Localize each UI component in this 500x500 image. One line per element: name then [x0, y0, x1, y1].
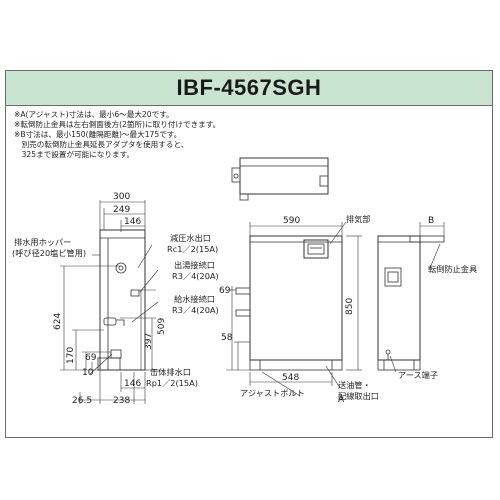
top-view-unit	[231, 157, 329, 201]
front-dims	[226, 222, 362, 386]
dim-10: 10	[82, 368, 94, 378]
dim-590: 590	[283, 216, 300, 226]
dim-69-right: 69	[219, 286, 231, 296]
label-exhaust: 排気部	[346, 214, 371, 224]
notes-block: ※A(アジャスト)寸法は、最小6～最大20です。 ※転倒防止金具は左右側面後方(…	[14, 110, 334, 160]
label-can-drain: 缶体排水口	[150, 367, 191, 377]
dim-509: 509	[157, 318, 167, 335]
dim-300: 300	[113, 192, 130, 202]
label-oil-pipe-2: 配線取出口	[338, 391, 379, 401]
label-hot-water: 出湯接続口	[174, 260, 215, 270]
drawing-frame	[5, 70, 493, 438]
label-water-supply-size: R3／4(20A)	[172, 305, 219, 315]
label-pressure-relief-size: Rc1／2(15A)	[167, 244, 218, 254]
dim-58: 58	[221, 333, 233, 343]
title-bar: IBF-4567SGH	[5, 70, 493, 106]
dim-A: A	[338, 395, 345, 405]
right-view-unit	[377, 235, 445, 371]
note-line: ※転倒防止金具は左右側面後方(2箇所)に取り付けできます。	[14, 120, 221, 129]
dim-397: 397	[144, 333, 154, 350]
note-line: 別売の転倒防止金具延長アダプタを使用すると、	[14, 140, 189, 149]
label-adjust-bolt: アジャストボルト	[240, 388, 305, 398]
dim-249: 249	[113, 205, 130, 215]
dim-624: 624	[53, 313, 63, 330]
dim-850: 850	[345, 298, 355, 315]
note-line: 325まで設置が可能になります。	[14, 150, 135, 159]
label-drain-hopper-sub: (呼び径20塩ビ管用)	[12, 248, 86, 258]
label-hot-water-size: R3／4(20A)	[172, 271, 219, 281]
dim-B: B	[428, 216, 434, 226]
side-dim-horizontal	[79, 200, 146, 404]
dim-146-bottom: 146	[124, 379, 141, 389]
front-view-unit	[235, 235, 343, 371]
label-water-supply: 給水接続口	[174, 294, 215, 304]
label-drain-hopper: 排水用ホッパー	[14, 237, 71, 247]
label-pressure-relief: 減圧水出口	[170, 233, 211, 243]
label-earth: アース端子	[398, 370, 438, 380]
dim-238: 238	[113, 396, 130, 406]
dim-146-top: 146	[124, 217, 141, 227]
dim-69-left: 69	[85, 353, 97, 363]
right-dims	[419, 222, 445, 236]
dim-170: 170	[66, 347, 76, 364]
label-can-drain-size: Rp1／2(15A)	[146, 378, 198, 388]
side-dim-vertical	[60, 265, 160, 371]
model-title: IBF-4567SGH	[176, 75, 322, 100]
label-oil-pipe-1: 送油管・	[338, 380, 371, 390]
dim-548: 548	[282, 373, 299, 383]
note-line: ※A(アジャスト)寸法は、最小6～最大20です。	[14, 110, 174, 119]
right-leaders	[389, 243, 441, 373]
label-anti-tip: 転倒防止金具	[428, 264, 477, 274]
front-leaders	[261, 221, 347, 397]
side-leaders	[89, 244, 159, 375]
side-view-unit	[97, 229, 146, 371]
note-line: ※B寸法は、最小150(離隔距離)～最大175です。	[14, 130, 182, 139]
dim-26-5: 26.5	[72, 396, 92, 406]
